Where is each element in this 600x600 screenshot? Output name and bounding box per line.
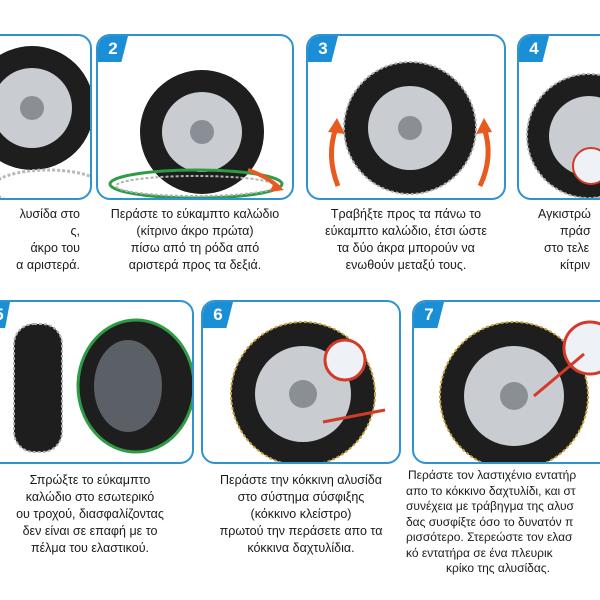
step-3-panel: 3 [306,34,506,200]
step-1-illustration [0,46,90,198]
caption-line: πράσ [560,224,591,238]
caption-line: ενωθούν μεταξύ τους. [345,258,467,272]
caption-line: εύκαμπτο καλώδιο, έτσι ώστε [325,224,487,238]
caption-line: άκρο του [30,241,80,255]
step-2-caption: Περάστε το εύκαμπτο καλώδιο (κίτρινο άκρ… [96,206,294,274]
caption-line: δεν είναι σε επαφή με το [22,524,158,538]
caption-line: Περάστε τον λαστιχένιο εντατήρ [408,468,577,482]
step-1-panel [0,34,92,200]
caption-line: πρωτού την περάσετε απο τα [219,524,383,538]
caption-line: στο σύστημα σύσφιξης [237,490,365,504]
step-5-number: 5 [0,302,10,328]
step-7-panel: 7 [412,300,600,464]
caption-line: αριστερά προς τα δεξιά. [128,258,262,272]
caption-line: κίτριν [560,258,591,272]
caption-line: ς, [70,224,81,238]
step-4-panel: 4 [517,34,600,200]
step-7-illustration [439,320,600,462]
caption-line: απο το κόκκινο δαχτυλίδι, και στ [406,483,576,498]
caption-line: κόκκινα δαχτυλίδια. [247,541,355,555]
caption-line: καλώδιο στο εσωτερικό [25,490,155,504]
caption-line: λυσίδα στο [19,207,80,221]
caption-line: κό εντατήρα σε ένα πλευρικ [406,545,553,560]
caption-line: πίσω από τη ρόδα από [130,241,260,255]
step-6-illustration [230,321,386,462]
caption-line: δας συσφίξτε όσο το δυνατόν π [406,514,574,529]
step-4-illustration [526,73,600,198]
step-6-panel: 6 [201,300,401,464]
caption-line: πέλμα του ελαστικού. [30,541,150,555]
caption-line: στο τελε [544,241,590,255]
caption-line: ου τροχού, διασφαλίζοντας [16,507,164,521]
step-6-caption: Περάστε την κόκκινη αλυσίδα στο σύστημα … [201,472,401,557]
caption-line: α αριστερά. [16,258,80,272]
caption-line: συνέχεια με τράβηγμα της αλυσ [406,499,574,513]
step-1-caption: λυσίδα στο ς, άκρο του α αριστερά. [0,206,80,274]
step-7-caption: Περάστε τον λαστιχένιο εντατήρ απο το κό… [406,468,600,577]
step-2-illustration [108,70,284,198]
caption-line: ρισσότερο. Στερεώστε τον ελασ [406,530,573,544]
caption-line: Σπρώξτε το εύκαμπτο [29,473,151,487]
step-3-illustration [328,61,492,195]
caption-line: κρίκο της αλυσίδας. [446,561,550,575]
step-5-illustration [13,318,192,454]
caption-line: Περάστε το εύκαμπτο καλώδιο [110,207,280,221]
caption-line: Τραβήξτε προς τα πάνω το [330,207,482,221]
caption-line: τα δύο άκρα μπορούν να [337,241,475,255]
step-3-caption: Τραβήξτε προς τα πάνω το εύκαμπτο καλώδι… [306,206,506,274]
caption-line: (κόκκινο κλείστρο) [250,507,352,521]
caption-line: Αγκιστρώ [538,207,591,221]
step-2-panel: 2 [96,34,294,200]
step-5-caption: Σπρώξτε το εύκαμπτο καλώδιο στο εσωτερικ… [0,472,194,557]
step-5-panel: 5 [0,300,194,464]
caption-line: Περάστε την κόκκινη αλυσίδα [220,473,382,487]
caption-line: (κίτρινο άκρο πρώτα) [136,224,254,238]
step-4-caption: Αγκιστρώ πράσ στο τελε κίτριν [520,206,600,274]
